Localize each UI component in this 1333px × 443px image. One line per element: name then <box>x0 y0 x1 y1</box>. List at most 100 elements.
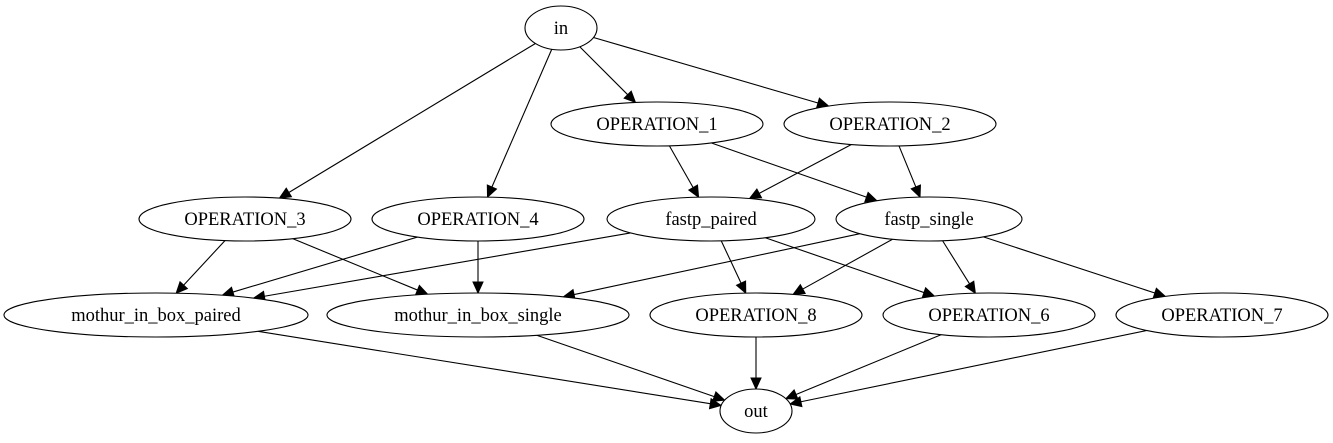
arrowhead-icon <box>784 388 799 400</box>
arrowhead-icon <box>472 281 484 295</box>
node-label: mothur_in_box_paired <box>71 306 241 326</box>
node-ellipse <box>3 292 309 338</box>
arrowhead-icon <box>748 188 763 200</box>
edge-line <box>765 237 925 294</box>
node-label: OPERATION_7 <box>1161 306 1282 326</box>
node-label: fastp_single <box>884 210 973 230</box>
edge-line <box>942 240 970 285</box>
node-op6: OPERATION_6 <box>882 292 1096 338</box>
arrowhead-icon <box>711 390 726 402</box>
edge-line <box>232 236 418 293</box>
edge-op3-to-mothur_in_box_single <box>292 238 429 296</box>
node-label: OPERATION_6 <box>928 306 1049 326</box>
node-ellipse <box>649 292 863 338</box>
node-ellipse <box>835 196 1023 242</box>
edge-line <box>668 145 694 188</box>
node-op8: OPERATION_8 <box>649 292 863 338</box>
edge-line <box>898 145 917 188</box>
edge-line <box>720 240 742 284</box>
edge-line <box>800 329 1147 403</box>
node-op1: OPERATION_1 <box>550 101 764 147</box>
edge-op8-to-out <box>750 337 762 391</box>
node-ellipse <box>783 101 997 147</box>
arrowhead-icon <box>792 283 806 295</box>
edge-fastp_paired-to-op8 <box>720 240 747 295</box>
node-out: out <box>719 388 793 434</box>
edge-fastp_paired-to-op6 <box>765 237 936 298</box>
node-label: in <box>554 19 568 39</box>
node-ellipse <box>719 388 793 434</box>
edge-op4-to-mothur_in_box_paired <box>221 236 418 298</box>
edge-mothur_in_box_paired-to-out <box>257 330 723 410</box>
edge-in-to-op4 <box>486 49 553 199</box>
arrowhead-icon <box>910 184 921 199</box>
node-ellipse <box>326 292 630 338</box>
node-ellipse <box>524 5 598 51</box>
node-ellipse <box>550 101 764 147</box>
edge-mothur_in_box_single-to-out <box>536 334 726 402</box>
node-in: in <box>524 5 598 51</box>
edge-op2-to-fastp_paired <box>748 144 852 200</box>
node-label: fastp_paired <box>665 210 757 230</box>
edge-line <box>710 142 867 198</box>
edge-line <box>758 144 852 194</box>
edge-fastp_paired-to-mothur_in_box_paired <box>252 232 631 302</box>
edge-line <box>288 42 536 193</box>
arrowhead-icon <box>864 191 878 203</box>
arrowhead-icon <box>623 90 637 104</box>
node-ellipse <box>371 196 585 242</box>
edge-op1-to-fastp_paired <box>668 145 700 199</box>
edge-op4-to-mothur_in_box_single <box>472 241 484 295</box>
edge-line <box>183 240 226 286</box>
edge-line <box>264 232 631 297</box>
edge-line <box>292 238 418 291</box>
node-label: OPERATION_4 <box>417 210 538 230</box>
node-label: out <box>744 402 769 422</box>
node-ellipse <box>1115 292 1329 338</box>
node-ellipse <box>138 196 352 242</box>
arrowhead-icon <box>486 184 498 199</box>
arrowhead-icon <box>964 280 977 295</box>
edge-line <box>579 46 629 96</box>
node-ellipse <box>606 196 816 242</box>
node-mothur-in-box-single: mothur_in_box_single <box>326 292 630 338</box>
edge-line <box>536 334 715 398</box>
edge-fastp_single-to-mothur_in_box_single <box>562 233 860 301</box>
node-label: OPERATION_3 <box>184 210 305 230</box>
node-op2: OPERATION_2 <box>783 101 997 147</box>
node-label: OPERATION_2 <box>829 115 950 135</box>
edge-op6-to-out <box>784 334 942 400</box>
node-label: OPERATION_8 <box>695 306 816 326</box>
edge-op3-to-mothur_in_box_paired <box>175 240 226 295</box>
edge-fastp_single-to-op6 <box>942 240 977 295</box>
edge-line <box>491 49 553 188</box>
edge-fastp_single-to-op8 <box>792 238 893 295</box>
node-op4: OPERATION_4 <box>371 196 585 242</box>
node-fastp-single: fastp_single <box>835 196 1023 242</box>
node-op3: OPERATION_3 <box>138 196 352 242</box>
node-label: OPERATION_1 <box>596 115 717 135</box>
edge-line <box>983 236 1155 294</box>
edge-fastp_single-to-op7 <box>983 236 1167 299</box>
node-op7: OPERATION_7 <box>1115 292 1329 338</box>
edge-op2-to-fastp_single <box>898 145 921 199</box>
node-fastp-paired: fastp_paired <box>606 196 816 242</box>
edge-line <box>795 334 942 396</box>
edge-line <box>802 238 893 290</box>
node-mothur-in-box-paired: mothur_in_box_paired <box>3 292 309 338</box>
node-ellipse <box>882 292 1096 338</box>
node-label: mothur_in_box_single <box>394 306 562 326</box>
arrowhead-icon <box>788 395 803 408</box>
edge-line <box>573 233 860 296</box>
arrowhead-icon <box>414 284 429 296</box>
edge-op7-to-out <box>788 329 1147 408</box>
arrowhead-icon <box>278 187 293 199</box>
edge-in-to-op1 <box>579 46 637 104</box>
arrowhead-icon <box>735 280 747 295</box>
edge-line <box>257 330 711 405</box>
arrowhead-icon <box>687 184 700 199</box>
arrowhead-icon <box>175 280 189 295</box>
edge-layer <box>175 36 1167 410</box>
